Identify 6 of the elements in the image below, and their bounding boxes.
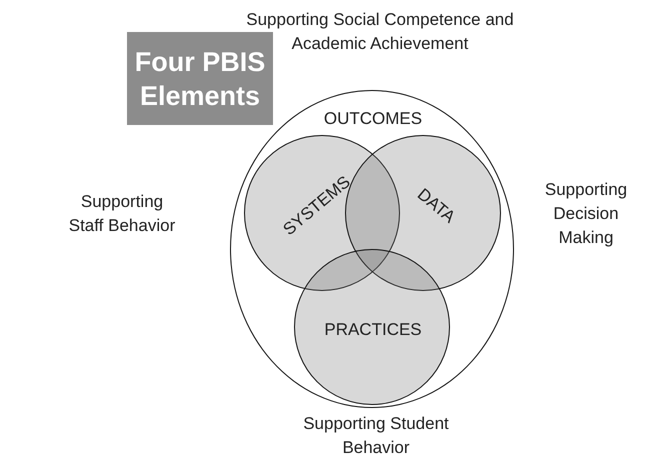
annotation-text: Supporting Decision Making [544,179,628,249]
title-box: Four PBIS Elements [127,32,273,125]
circle-label: OUTCOMES [324,109,422,129]
circle-label: PRACTICES [324,320,422,340]
annotation-text: Supporting Student Behavior [302,413,450,459]
annotation-text: Supporting Staff Behavior [68,191,176,237]
